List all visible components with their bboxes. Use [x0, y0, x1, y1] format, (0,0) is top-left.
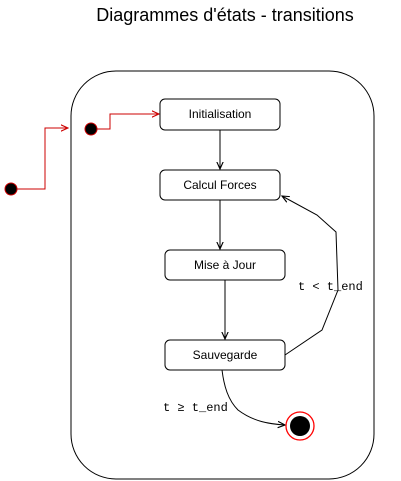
- diagram-title: Diagrammes d'états - transitions: [96, 5, 354, 25]
- outer-initial-node: [4, 182, 18, 196]
- inner-initial-node: [84, 122, 98, 136]
- state-initialisation-label: Initialisation: [189, 107, 252, 121]
- state-mise-a-jour-label: Mise à Jour: [194, 258, 256, 272]
- transition-save-to-forces-loop: [282, 196, 339, 356]
- outer-initial-transition: [17, 128, 68, 190]
- state-calcul-forces-label: Calcul Forces: [183, 178, 256, 192]
- final-state-core: [290, 416, 310, 436]
- transition-save-to-final: [221, 369, 285, 425]
- state-sauvegarde-label: Sauvegarde: [193, 348, 258, 362]
- inner-initial-transition: [97, 114, 159, 130]
- guard-exit-label: t ≥ t_end: [163, 401, 228, 415]
- guard-loop-label: t < t_end: [298, 280, 363, 294]
